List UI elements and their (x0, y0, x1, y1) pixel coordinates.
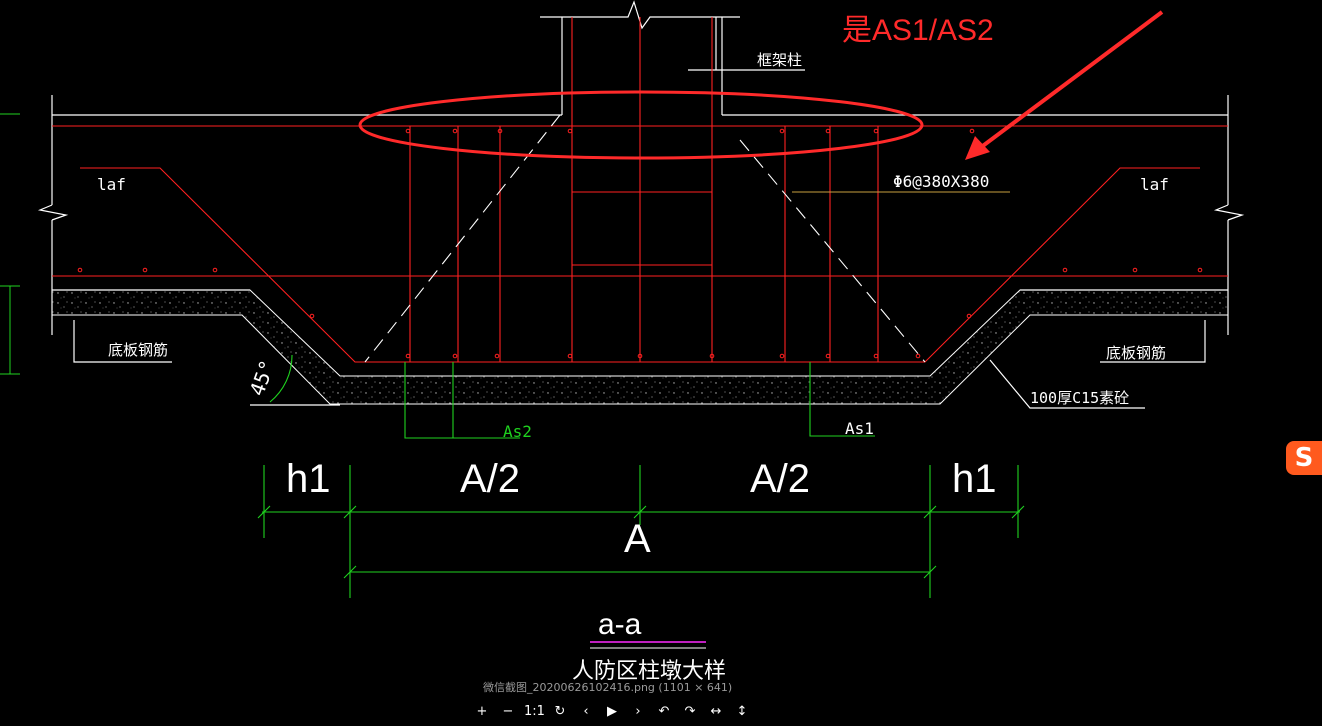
annotation-arrow (978, 10, 1164, 150)
slab-outline (37, 0, 1245, 409)
label-as2: As2 (503, 422, 532, 441)
section-title: 人防区柱墩大样 (572, 659, 726, 684)
label-angle: 45° (245, 357, 280, 399)
rebar-lines (52, 17, 1228, 363)
dimension-lines (257, 354, 1025, 598)
label-laf-right: laf (1140, 175, 1169, 194)
next-button[interactable]: › (635, 704, 641, 719)
flip-vertical-button[interactable]: ↕ (736, 704, 748, 719)
actual-size-button[interactable]: 1:1 (524, 704, 545, 719)
label-as1: As1 (845, 419, 874, 438)
annotation-question: 是AS1/AS2 (842, 14, 994, 47)
dim-label-a-half-right: A/2 (750, 457, 810, 501)
dim-label-a-half-left: A/2 (460, 457, 520, 501)
label-rebar-spec: Φ6@380X380 (893, 172, 989, 191)
label-laf-left: laf (97, 175, 126, 194)
label-frame-column: 框架柱 (757, 51, 802, 69)
rotate-right-button[interactable]: ↷ (684, 704, 696, 719)
highlight-ellipse (358, 90, 924, 160)
flip-horizontal-button[interactable]: ↔ (710, 704, 722, 719)
annotation-arrowhead (965, 136, 990, 160)
sogou-ime-icon[interactable]: S (1286, 441, 1322, 475)
image-viewer-toolbar: + − 1:1 ↻ ‹ ▶ › ↶ ↷ ↔ ↕ (472, 702, 752, 722)
label-concrete-pad: 100厚C15素砼 (1030, 389, 1129, 407)
play-button[interactable]: ▶ (607, 704, 617, 719)
section-mark: a-a (598, 608, 642, 641)
previous-button[interactable]: ‹ (583, 704, 589, 719)
reset-button[interactable]: ↻ (554, 704, 566, 719)
image-viewer-caption: 微信截图_20200626102416.png (1101 × 641) (483, 681, 733, 694)
label-bottom-rebar-left: 底板钢筋 (108, 341, 168, 359)
punching-cone-lines (364, 114, 926, 363)
zoom-in-button[interactable]: + (476, 704, 488, 719)
dim-label-a: A (624, 517, 651, 561)
label-bottom-rebar-right: 底板钢筋 (1106, 344, 1166, 362)
dim-label-h1-left: h1 (286, 457, 331, 501)
rotate-left-button[interactable]: ↶ (658, 704, 670, 719)
zoom-out-button[interactable]: − (502, 704, 514, 719)
rebar-section-dots (77, 128, 1203, 359)
dim-label-h1-right: h1 (952, 457, 997, 501)
